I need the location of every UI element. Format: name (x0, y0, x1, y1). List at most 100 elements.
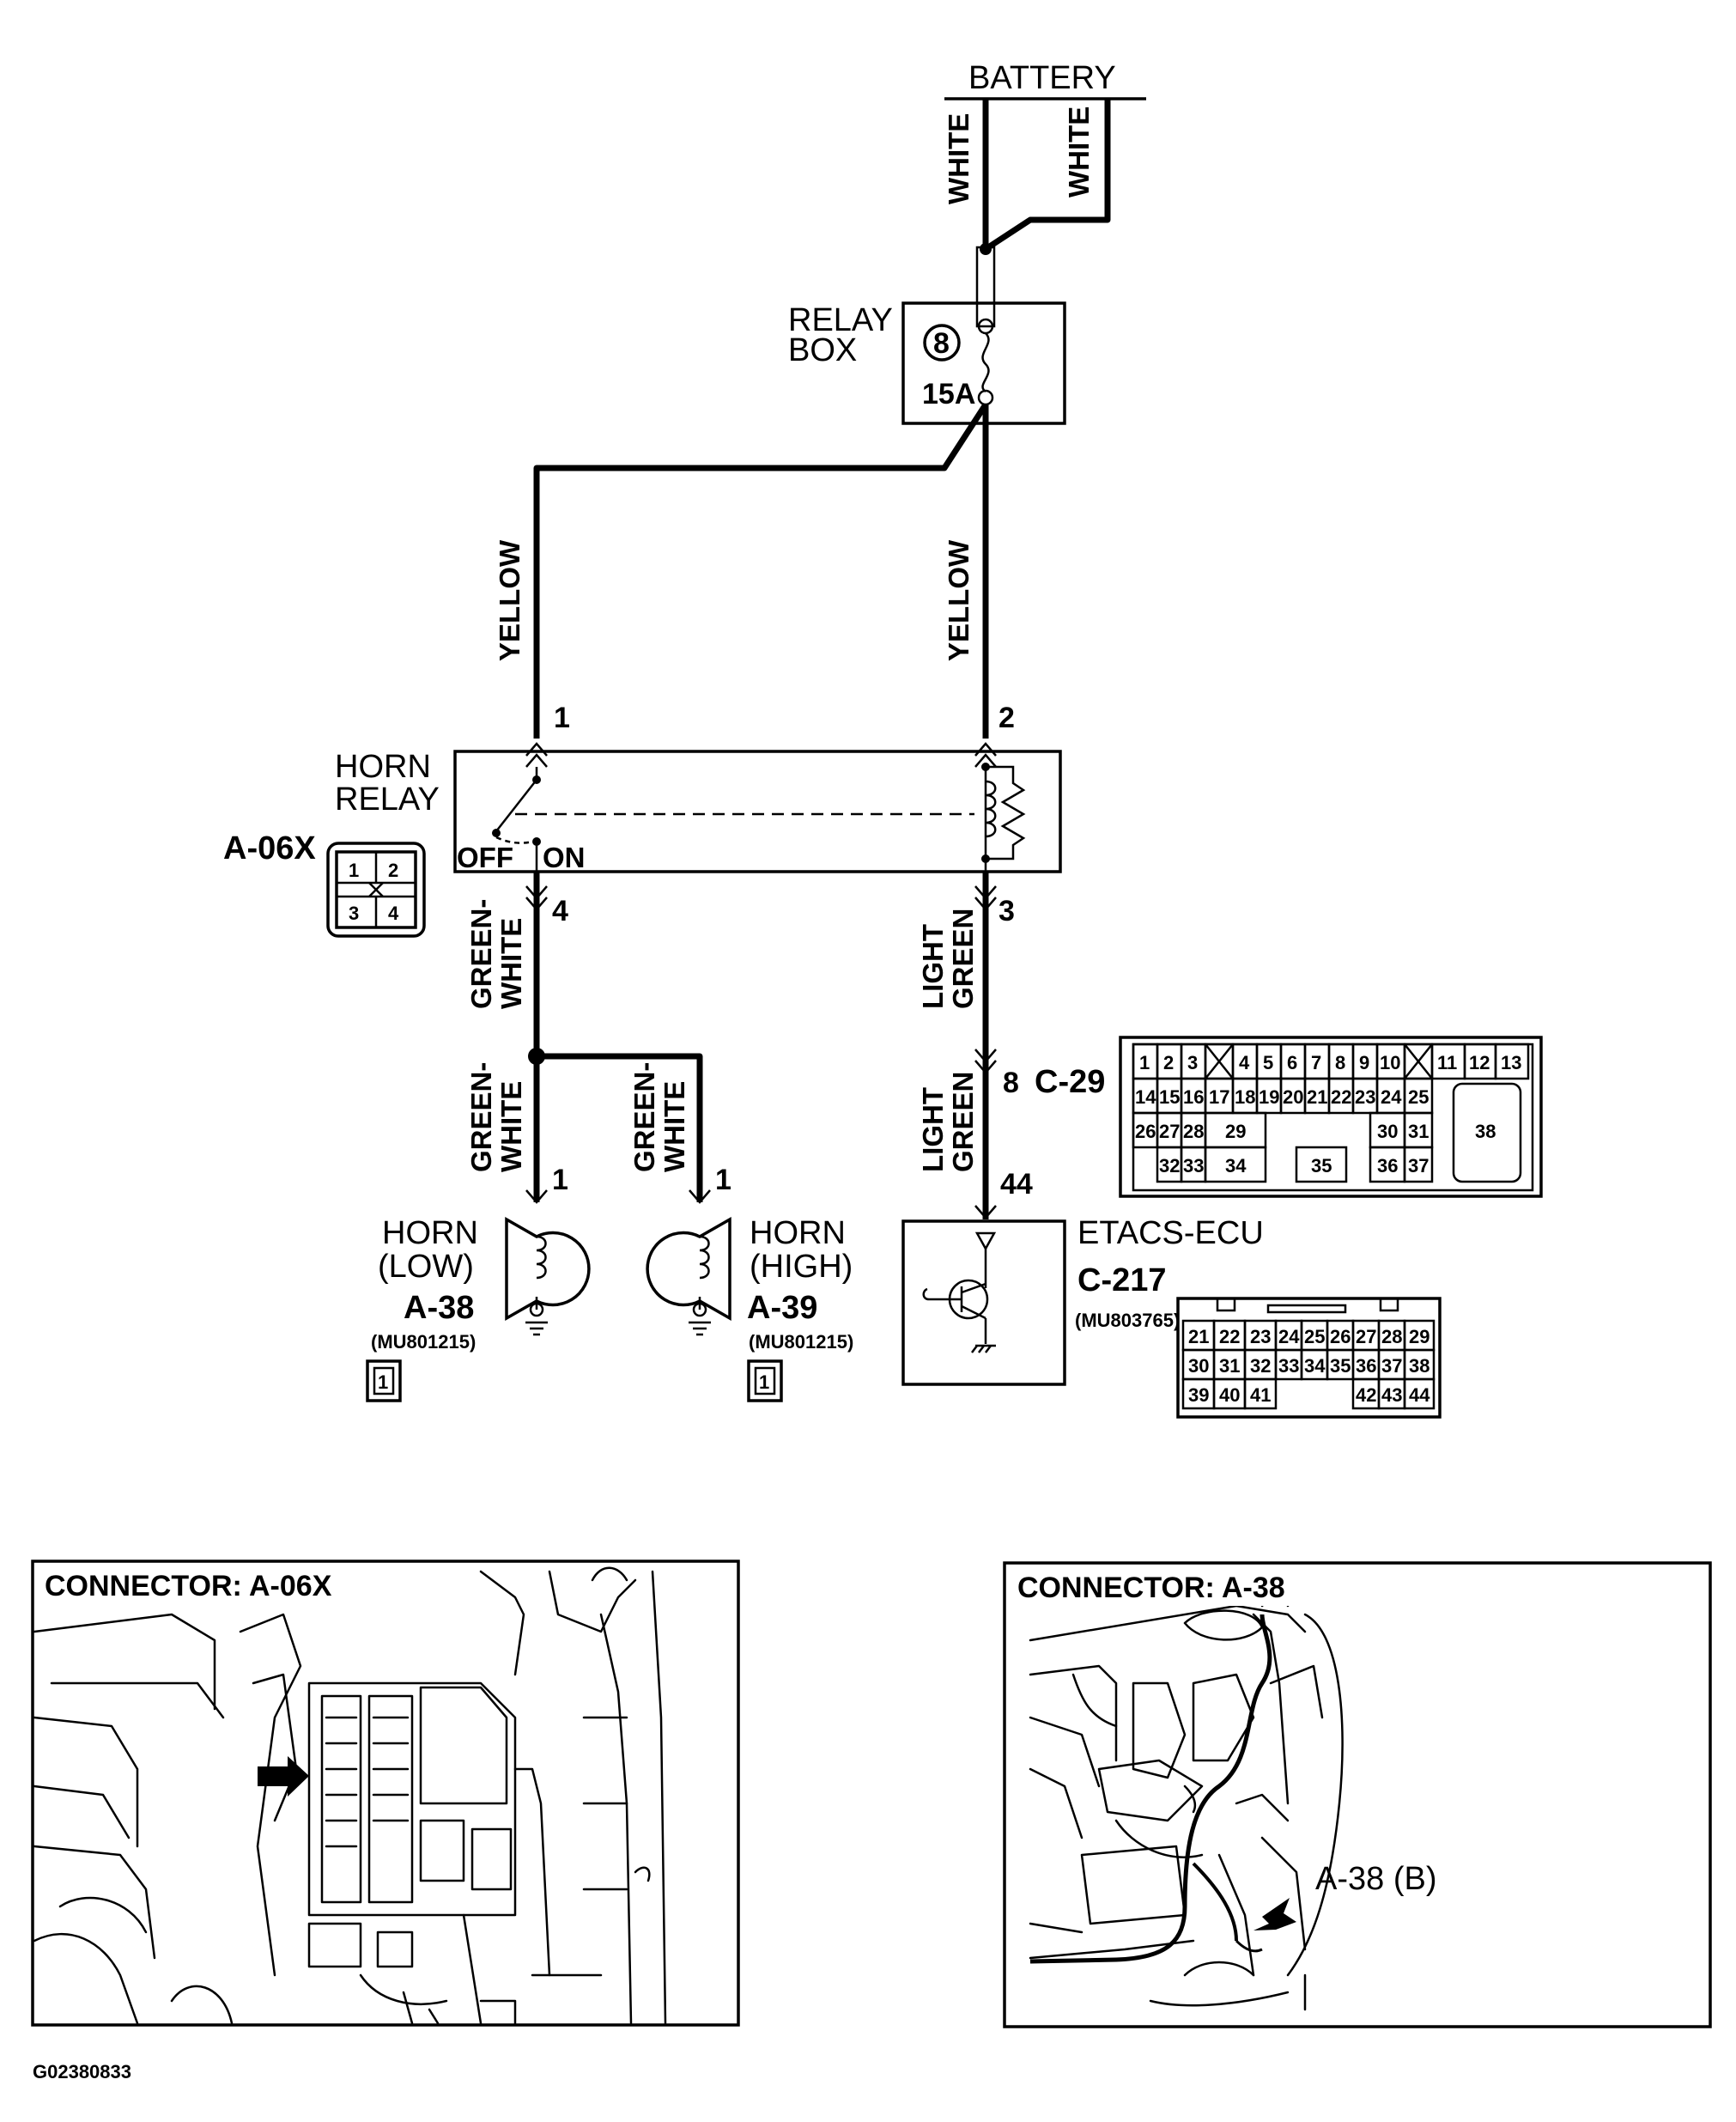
connector-a06x-panel: CONNECTOR: A-06X (31, 1560, 740, 2027)
c29-pinout: 1 2 3 4 5 6 7 8 9 10 11 12 13 (1119, 1036, 1543, 1198)
svg-text:3: 3 (1187, 1052, 1198, 1073)
horn-high-part-number: (MU801215) (749, 1331, 853, 1353)
svg-text:37: 37 (1381, 1355, 1402, 1377)
relay-box: RELAY BOX 8 15A (788, 301, 1066, 425)
svg-text:44: 44 (1409, 1384, 1430, 1406)
svg-text:36: 36 (1356, 1355, 1376, 1377)
ecu-pin-number: 44 (1000, 1168, 1033, 1201)
svg-text:26: 26 (1135, 1121, 1156, 1142)
svg-text:28: 28 (1381, 1326, 1402, 1347)
svg-text:32: 32 (1159, 1155, 1180, 1177)
svg-text:32: 32 (1250, 1355, 1271, 1377)
svg-text:1: 1 (378, 1371, 388, 1393)
svg-text:31: 31 (1408, 1121, 1429, 1142)
svg-text:27: 27 (1356, 1326, 1376, 1347)
svg-text:43: 43 (1381, 1384, 1402, 1406)
svg-text:38: 38 (1409, 1355, 1429, 1377)
svg-text:34: 34 (1304, 1355, 1326, 1377)
battery-label: BATTERY (968, 60, 1116, 96)
wire-label-gw1-b: WHITE (495, 918, 527, 1009)
wire-label-yellow-left: YELLOW (494, 539, 525, 661)
horn-low-label-2: (LOW) (378, 1249, 474, 1285)
svg-text:31: 31 (1219, 1355, 1240, 1377)
wire-label-yellow-right: YELLOW (943, 539, 974, 661)
svg-text:26: 26 (1330, 1326, 1351, 1347)
svg-text:18: 18 (1235, 1086, 1255, 1108)
svg-text:19: 19 (1259, 1086, 1279, 1108)
callout-a38-b: A-38 (B) (1315, 1861, 1436, 1897)
svg-text:30: 30 (1188, 1355, 1209, 1377)
wire-label-lg1-a: LIGHT (917, 924, 949, 1009)
svg-text:20: 20 (1283, 1086, 1303, 1108)
wire-label-gw3-b: WHITE (659, 1081, 690, 1172)
relay-pin-1: 1 (554, 702, 570, 734)
wire-label-lg1-b: GREEN (947, 909, 979, 1009)
battery-feed: BATTERY WHITE WHITE (943, 60, 1146, 328)
svg-text:23: 23 (1250, 1326, 1271, 1347)
horn-relay-label-2: RELAY (335, 781, 440, 818)
panel-title-right: CONNECTOR: A-38 (1017, 1572, 1285, 1604)
svg-text:6: 6 (1287, 1052, 1297, 1073)
relay-box-label-1: RELAY (788, 302, 893, 338)
svg-text:13: 13 (1501, 1052, 1521, 1073)
svg-text:24: 24 (1381, 1086, 1402, 1108)
svg-text:33: 33 (1183, 1155, 1204, 1177)
svg-text:40: 40 (1219, 1384, 1240, 1406)
ecu-label: ETACS-ECU (1077, 1215, 1264, 1251)
switch-on-label: ON (543, 842, 586, 873)
arrow-icon-right (1253, 1898, 1296, 1930)
wire-label-white-left: WHITE (943, 113, 974, 204)
svg-text:29: 29 (1409, 1326, 1429, 1347)
horn-relay-label-1: HORN (335, 749, 431, 785)
horn-high-connector-icon: 1 (747, 1359, 783, 1402)
yellow-wires: YELLOW YELLOW 1 2 (494, 403, 1015, 768)
svg-text:11: 11 (1437, 1052, 1457, 1073)
svg-text:35: 35 (1311, 1155, 1332, 1177)
horn-high-symbol (646, 1216, 731, 1336)
svg-text:33: 33 (1278, 1355, 1299, 1377)
svg-text:41: 41 (1250, 1384, 1271, 1406)
horn-low-label-1: HORN (382, 1215, 478, 1251)
svg-text:30: 30 (1377, 1121, 1398, 1142)
relay-pin-2: 2 (999, 702, 1015, 734)
svg-text:16: 16 (1183, 1086, 1204, 1108)
horn-low-pin: 1 (552, 1164, 568, 1196)
wire-label-gw2-b: WHITE (495, 1081, 527, 1172)
horn-high-label-1: HORN (750, 1215, 846, 1251)
svg-text:22: 22 (1219, 1326, 1240, 1347)
c217-pinout: 21 22 23 24 25 26 27 28 29 30 31 32 33 3… (1176, 1297, 1442, 1419)
svg-text:17: 17 (1209, 1086, 1229, 1108)
horn-low-connector-icon: 1 (366, 1359, 402, 1402)
fuse-number: 8 (933, 327, 950, 360)
svg-text:21: 21 (1307, 1086, 1327, 1108)
engine-bay-sketch-right (1029, 1597, 1344, 2011)
svg-text:35: 35 (1330, 1355, 1351, 1377)
svg-text:15: 15 (1159, 1086, 1180, 1108)
horn-relay-connector-id: A-06X (223, 830, 316, 866)
svg-text:4: 4 (1239, 1052, 1250, 1073)
wire-label-white-right: WHITE (1063, 106, 1095, 198)
wire-label-gw1-a: GREEN- (465, 899, 497, 1009)
relay-conn-pin-3: 3 (349, 903, 359, 924)
fuse-rating: 15A (922, 378, 975, 410)
figure-id: G02380833 (33, 2061, 131, 2082)
wire-label-lg2-b: GREEN (947, 1072, 979, 1172)
svg-text:37: 37 (1408, 1155, 1429, 1177)
svg-text:29: 29 (1225, 1121, 1246, 1142)
horn-high-pin: 1 (715, 1164, 731, 1196)
horn-relay: HORN RELAY OFF ON A-06X 1 2 3 4 (223, 749, 1062, 938)
svg-text:25: 25 (1304, 1326, 1325, 1347)
engine-bay-sketch-left (33, 1566, 667, 2025)
relay-pin-3: 3 (999, 895, 1015, 927)
wire-label-lg2-a: LIGHT (917, 1087, 949, 1172)
svg-text:36: 36 (1377, 1155, 1398, 1177)
horn-high-connector-id: A-39 (747, 1290, 817, 1326)
c29-pin-number: 8 (1003, 1067, 1019, 1099)
c29-connector-id: C-29 (1035, 1064, 1105, 1100)
svg-text:14: 14 (1135, 1086, 1156, 1108)
svg-text:12: 12 (1469, 1052, 1490, 1073)
wire-label-gw3-a: GREEN- (628, 1062, 660, 1172)
svg-text:39: 39 (1188, 1384, 1209, 1406)
switch-off-label: OFF (457, 842, 513, 873)
svg-text:8: 8 (1335, 1052, 1345, 1073)
